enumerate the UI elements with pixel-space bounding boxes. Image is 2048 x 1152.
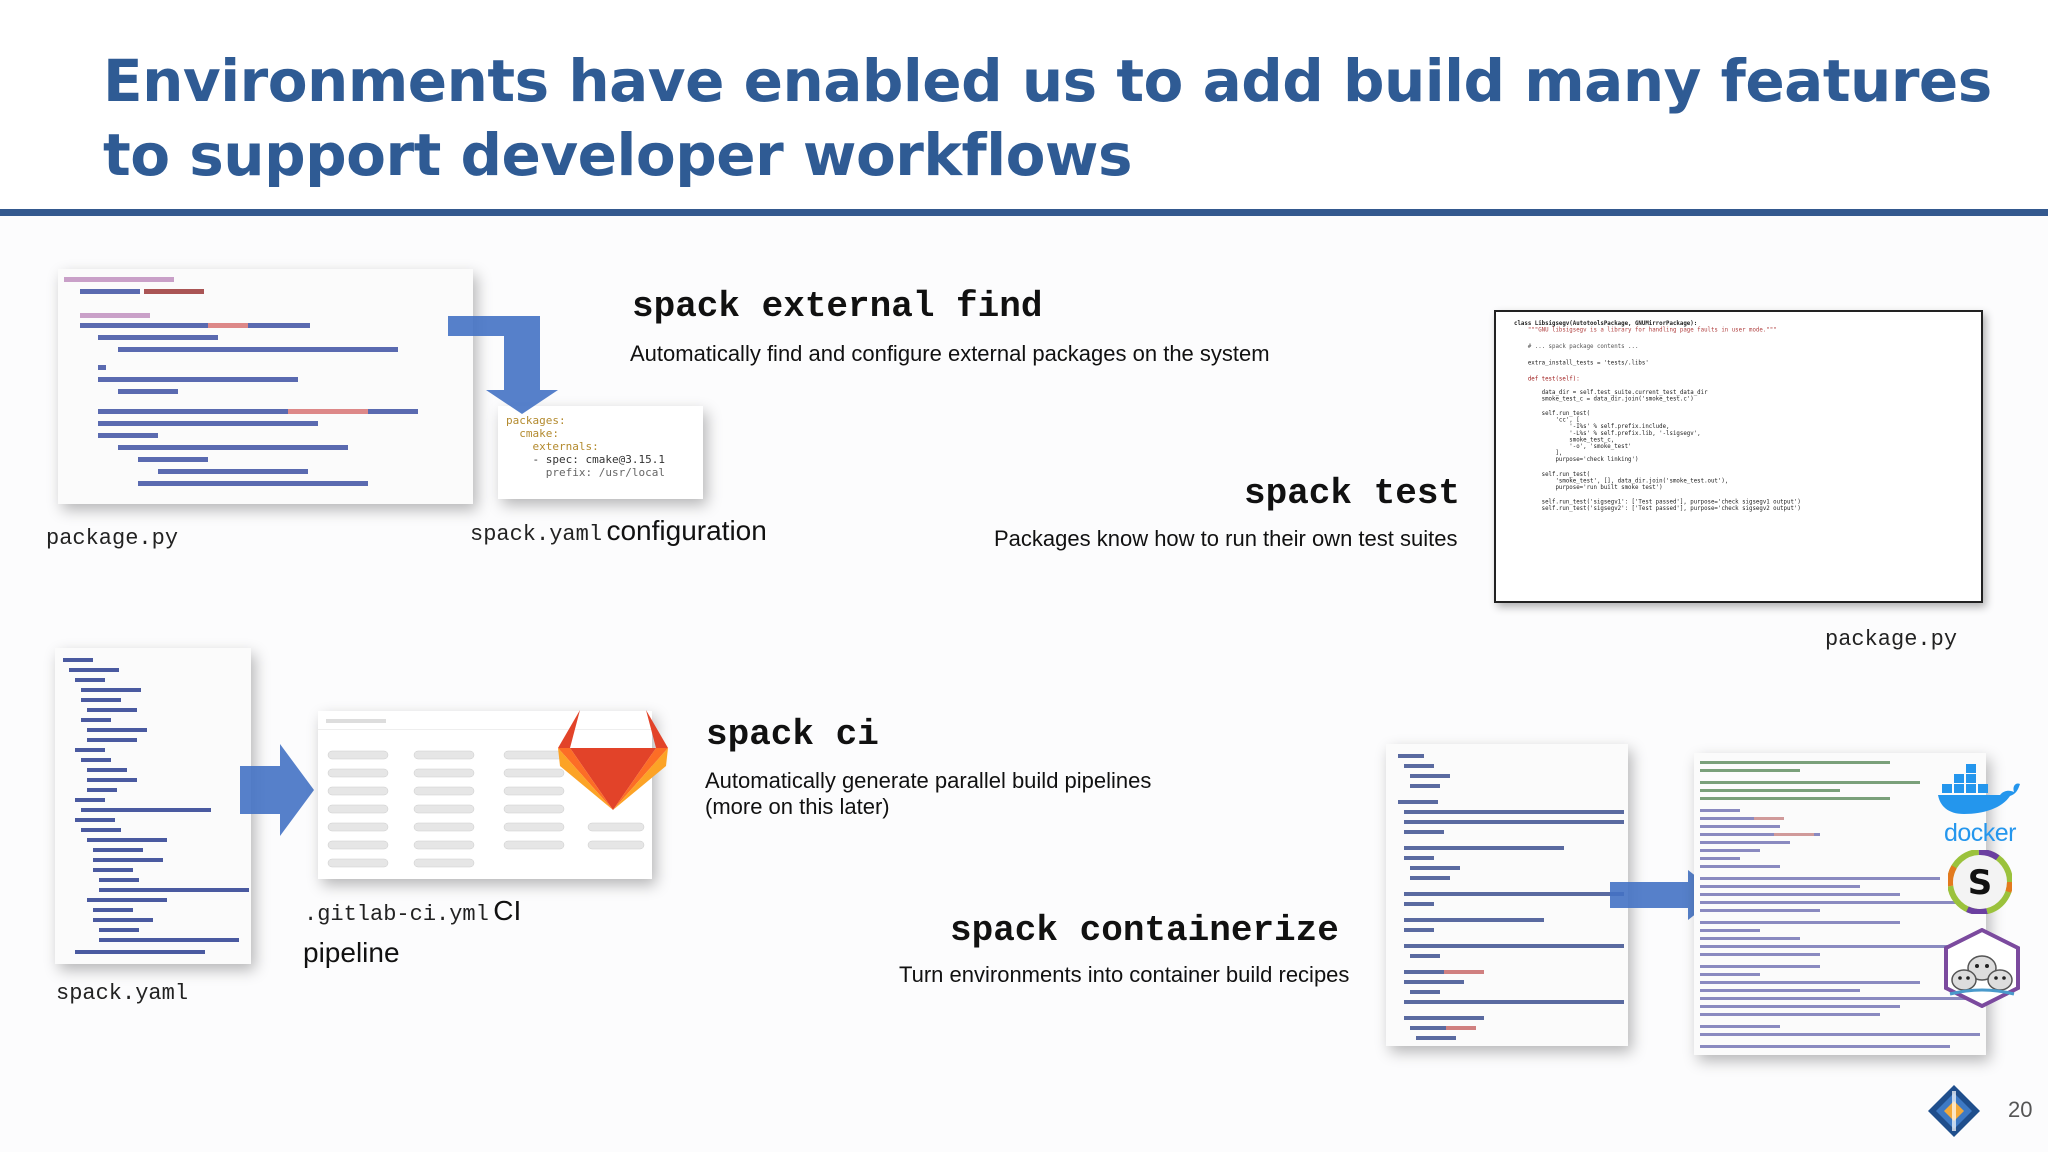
- code-line: ],: [1514, 449, 1563, 457]
- code-line: '-I%s' % self.prefix.include,: [1514, 423, 1670, 430]
- package-py-label: package.py: [46, 526, 179, 551]
- package-py-test-code-panel: class Libsigsegv(AutotoolsPackage, GNUMi…: [1494, 310, 1983, 603]
- spack-logo-icon: [1928, 1085, 1980, 1137]
- spack-yaml-filename: spack.yaml: [470, 522, 603, 547]
- spack-yaml-env-thumbnail: [55, 648, 251, 964]
- gitlab-pipeline-thumbnail: [318, 711, 652, 879]
- spack-yaml-config-thumbnail: packages: cmake: externals: - spec: cmak…: [498, 406, 703, 499]
- code-line: extra_install_tests = 'tests/.libs': [1514, 359, 1649, 366]
- svg-text:S: S: [1968, 863, 1993, 903]
- code-line: smoke_test_c,: [1514, 436, 1615, 443]
- code-line: class Libsigsegv(AutotoolsPackage, GNUMi…: [1514, 320, 1698, 327]
- spack-ci-command: spack ci: [706, 714, 879, 755]
- code-line: 'cc', [: [1514, 416, 1580, 424]
- configuration-word: configuration: [606, 515, 767, 546]
- page-number: 20: [2008, 1097, 2033, 1122]
- code-line: """GNU libsigsegv is a library for handl…: [1514, 326, 1777, 334]
- yaml-line: cmake:: [506, 427, 559, 440]
- yaml-line: externals:: [506, 440, 599, 453]
- gitlab-fox-icon: [558, 710, 668, 810]
- gitlab-ci-filename: .gitlab-ci.yml: [304, 902, 489, 927]
- spack-yaml-ci-label: spack.yaml: [56, 981, 189, 1006]
- spack-test-command: spack test: [1244, 473, 1461, 514]
- title-divider: [0, 209, 2048, 216]
- package-py-test-label: package.py: [1825, 627, 1958, 652]
- ci-word: CI: [493, 895, 522, 926]
- yaml-line: - spec: cmake@3.15.1: [506, 453, 665, 466]
- right-arrow-icon: [1610, 870, 1720, 920]
- yaml-line: prefix: /usr/local: [506, 466, 665, 479]
- code-line: self.run_test(: [1514, 410, 1591, 417]
- code-line: self.run_test('sigsegv2': ['Test passed'…: [1514, 505, 1801, 512]
- code-line: '-L%s' % self.prefix.lib, '-lsigsegv',: [1514, 429, 1701, 437]
- singularity-logo-icon: S: [1948, 850, 2012, 914]
- spack-containerize-description: Turn environments into container build r…: [899, 962, 1350, 987]
- spack-containerize-command: spack containerize: [950, 910, 1339, 951]
- spack-external-find-command: spack external find: [632, 286, 1043, 327]
- code-line: data_dir = self.test_suite.current_test_…: [1514, 388, 1708, 396]
- code-line: 'smoke_test', [], data_dir.join('smoke_t…: [1514, 477, 1729, 484]
- code-line: self.run_test(: [1514, 470, 1591, 478]
- podman-seals-icon: [1944, 928, 2020, 1008]
- code-line: smoke_test_c = data_dir.join('smoke_test…: [1514, 395, 1694, 402]
- elbow-arrow-icon: [448, 316, 558, 414]
- gitlab-ci-yml-label: .gitlab-ci.yml CI: [304, 895, 522, 928]
- blurred-yaml-lines: [63, 658, 249, 954]
- containerize-yaml-thumbnail: [1386, 744, 1628, 1046]
- pipeline-stage-columns: [318, 719, 652, 868]
- yaml-line: packages:: [506, 414, 566, 427]
- code-line: def test(self):: [1514, 375, 1580, 383]
- right-arrow-icon: [240, 744, 314, 836]
- code-line: purpose='check linking'): [1514, 456, 1639, 463]
- docker-whale-icon: [1938, 764, 2020, 814]
- docker-wordmark: docker: [1943, 819, 2017, 847]
- code-line: purpose='run built smoke test'): [1514, 484, 1663, 491]
- spack-yaml-configuration-label: spack.yaml configuration: [470, 515, 767, 548]
- code-line: # ... spack package contents ...: [1514, 342, 1639, 350]
- spack-external-find-description: Automatically find and configure externa…: [630, 341, 1270, 366]
- spack-ci-description-line1: Automatically generate parallel build pi…: [705, 768, 1152, 793]
- package-py-code-thumbnail: [58, 269, 473, 504]
- code-line: '-o', 'smoke_test': [1514, 443, 1632, 450]
- spack-ci-description-line2: (more on this later): [705, 794, 890, 819]
- dockerfile-thumbnail: [1694, 753, 1986, 1055]
- blurred-code-lines: [64, 277, 418, 486]
- pipeline-word: pipeline: [303, 937, 400, 968]
- docker-logo: docker: [1934, 764, 2026, 847]
- code-line: self.run_test('sigsegv1': ['Test passed'…: [1514, 498, 1801, 506]
- slide-title: Environments have enabled us to add buil…: [103, 47, 1992, 189]
- blurred-dockerfile-lines: [1700, 761, 1980, 1048]
- spack-test-description: Packages know how to run their own test …: [994, 526, 1458, 551]
- blurred-yaml-lines: [1398, 754, 1624, 1040]
